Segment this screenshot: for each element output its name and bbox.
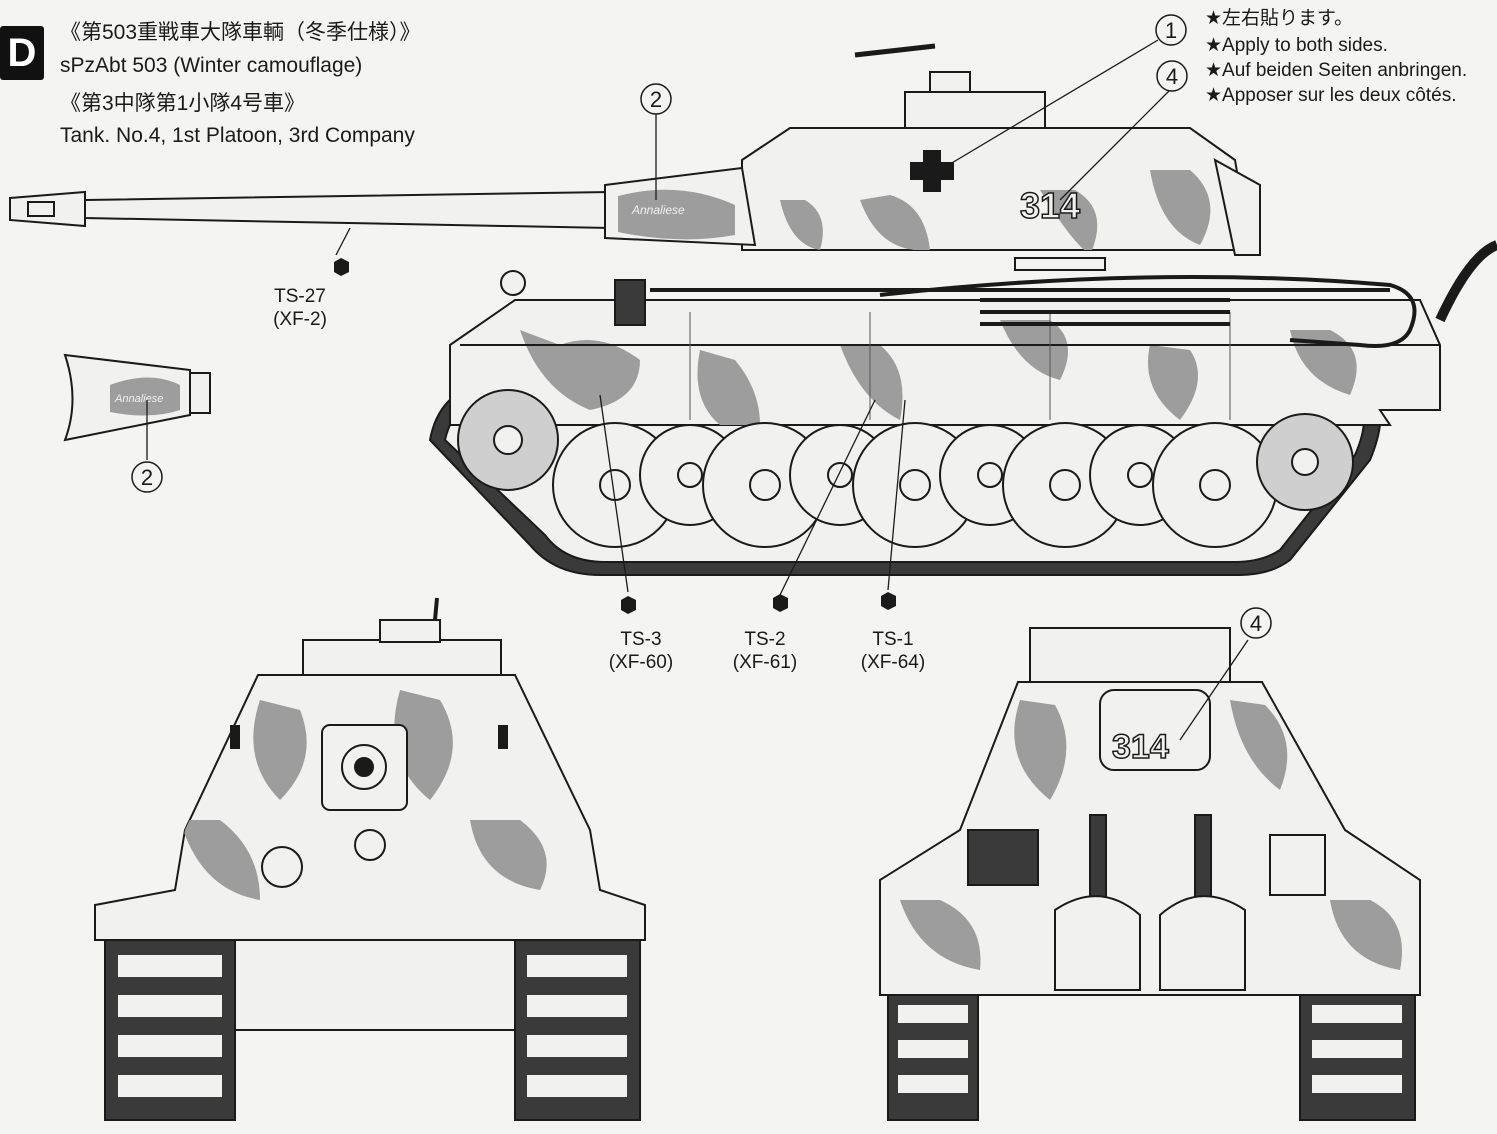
note-french: ★Apposer sur les deux côtés. — [1205, 85, 1457, 106]
callout-1: 1 — [1165, 18, 1177, 43]
paint-label-ts27: TS-27(XF-2) — [273, 286, 327, 330]
subtitle-japanese: 《第3中隊第1小隊4号車》 — [60, 92, 306, 115]
hull-camo — [520, 320, 1357, 425]
side-turret — [741, 127, 1252, 251]
callout-4-side: 4 — [1166, 64, 1178, 89]
front-view — [94, 597, 646, 1121]
barrel-name-mantlet: Annaliese — [114, 393, 163, 405]
paint-label-ts1: TS-1(XF-64) — [860, 629, 926, 673]
turret-number-rear: 314 — [1112, 728, 1169, 766]
callout-4-rear: 4 — [1250, 611, 1262, 636]
barrel-name-side: Annaliese — [631, 203, 685, 217]
callout-numbers: 1 4 2 2 4 — [141, 18, 1262, 636]
paint-label-ts2: TS-2(XF-61) — [732, 629, 798, 673]
balkenkreuz-front — [230, 725, 508, 749]
leader-lines — [146, 39, 1249, 741]
paint-label-ts3: TS-3(XF-60) — [608, 629, 674, 673]
subtitle-english: Tank. No.4, 1st Platoon, 3rd Company — [60, 124, 415, 147]
title-english: sPzAbt 503 (Winter camouflage) — [60, 54, 363, 77]
turret-camo — [780, 170, 1211, 250]
note-japanese: ★左右貼ります。 — [1205, 8, 1354, 29]
note-english: ★Apply to both sides. — [1205, 35, 1388, 56]
paint-markers — [334, 258, 896, 614]
gun-barrel — [84, 190, 611, 230]
rear-camo — [900, 700, 1402, 970]
rear-view — [879, 627, 1421, 1121]
section-letter-badge: D — [0, 26, 44, 80]
note-german: ★Auf beiden Seiten anbringen. — [1205, 60, 1468, 81]
front-camo — [180, 690, 547, 900]
balkenkreuz-side — [910, 150, 954, 192]
callout-2-barrel: 2 — [650, 87, 662, 112]
callout-2-mantlet: 2 — [141, 465, 153, 490]
side-view — [9, 43, 1497, 576]
turret-number-side: 314 — [1020, 185, 1080, 226]
road-wheels — [457, 389, 1354, 548]
title-japanese: 《第503重戦車大隊車輌（冬季仕様）》 — [60, 21, 421, 44]
callout-circles — [131, 14, 1272, 639]
